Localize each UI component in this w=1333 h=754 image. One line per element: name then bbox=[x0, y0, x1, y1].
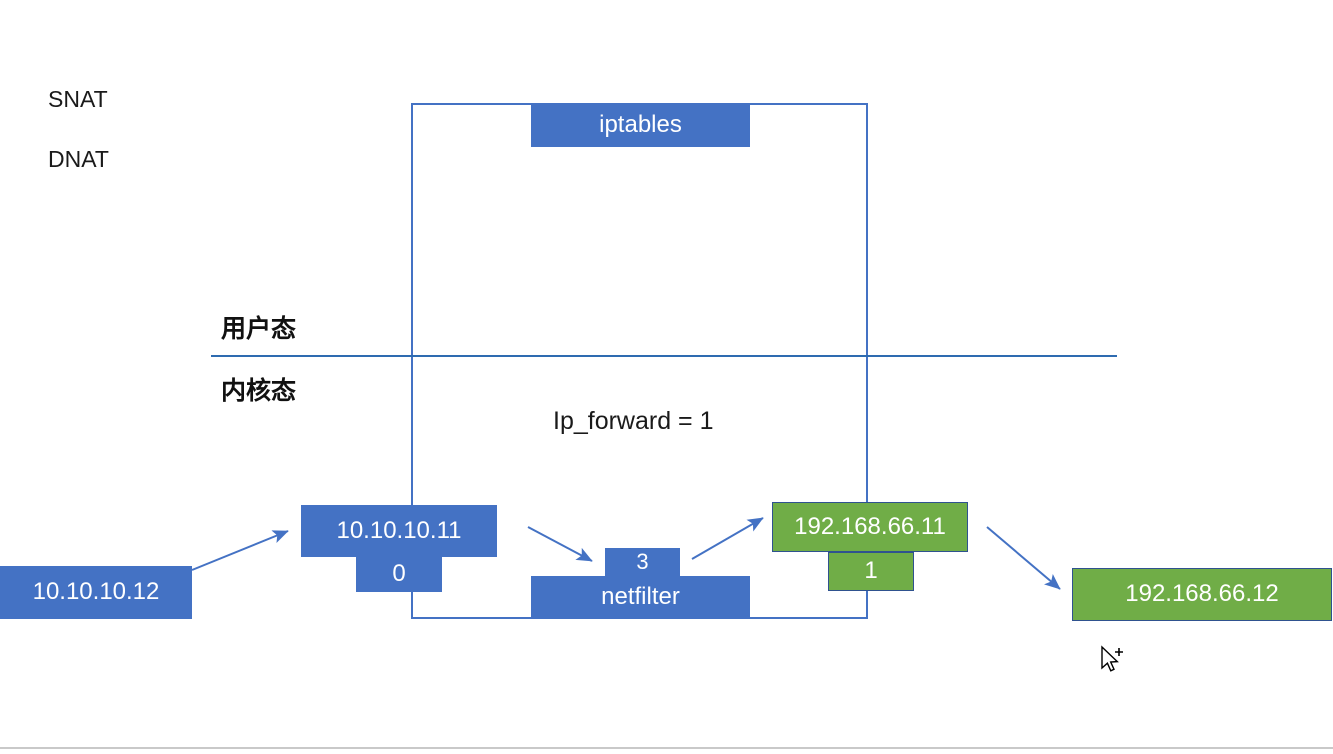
user-space-label: 用户态 bbox=[221, 314, 297, 343]
netfilter-box[interactable]: netfilter bbox=[531, 576, 750, 618]
user-kernel-divider bbox=[211, 355, 1117, 357]
gateway-outbound-ip-tail-box[interactable]: 1 bbox=[828, 552, 914, 591]
kernel-space-label: 内核态 bbox=[221, 376, 297, 405]
snat-label: SNAT bbox=[48, 86, 108, 112]
iptables-box[interactable]: iptables bbox=[531, 104, 750, 147]
ip-forward-note: Ip_forward = 1 bbox=[553, 407, 714, 435]
netfilter-hook-count-box[interactable]: 3 bbox=[605, 548, 680, 577]
arrow-src-to-gateway bbox=[191, 530, 289, 571]
dnat-label: DNAT bbox=[48, 146, 109, 172]
gateway-inbound-ip-box[interactable]: 10.10.10.11 bbox=[301, 505, 497, 557]
bottom-rule bbox=[0, 747, 1333, 749]
gateway-inbound-ip-tail-box[interactable]: 0 bbox=[356, 557, 442, 592]
arrow-plus-cursor-icon bbox=[1101, 645, 1123, 672]
destination-host-box[interactable]: 192.168.66.12 bbox=[1072, 568, 1332, 621]
arrow-outbound-to-destination bbox=[986, 526, 1061, 590]
source-host-box[interactable]: 10.10.10.12 bbox=[0, 566, 192, 619]
gateway-outbound-ip-box[interactable]: 192.168.66.11 bbox=[772, 502, 968, 552]
